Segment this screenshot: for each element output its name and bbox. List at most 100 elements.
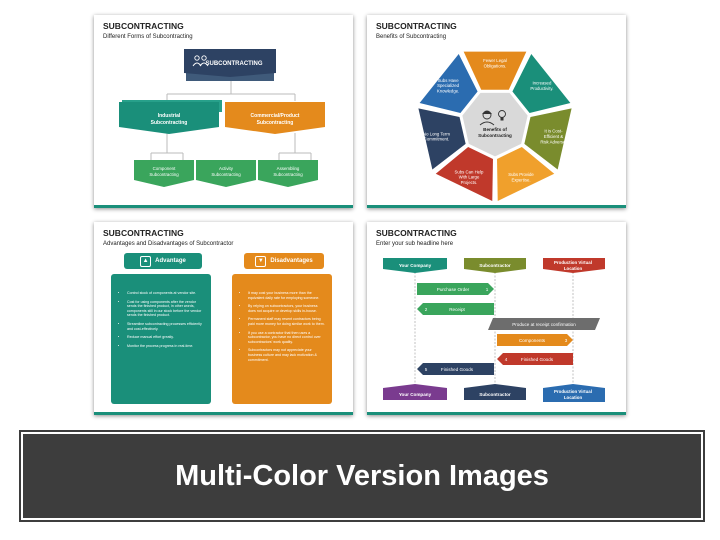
benefit-segment-text: Risk Adverse. <box>540 139 566 144</box>
forms-org-chart: SUBCONTRACTING Industrial Subcontracting… <box>119 49 325 187</box>
footer-your-company-label: Your Company <box>399 392 432 397</box>
header-production-label-1: Production Virtual <box>554 260 592 265</box>
disadvantage-item: By relying on subcontractors, your busin… <box>248 304 326 313</box>
benefit-segment <box>463 51 527 90</box>
step-finished-goods-5 <box>417 363 494 375</box>
mid-left-node <box>119 102 219 134</box>
thumbs-down-icon: ▼ <box>255 255 267 267</box>
benefit-segment-text: Projects. <box>461 180 478 185</box>
advantage-item: Streamline subcontracting processes effi… <box>127 322 205 331</box>
step-3-num: 3 <box>565 338 568 343</box>
leaf-assembling-2: Subcontracting <box>273 172 303 177</box>
benefit-segment-text: Subs Provide <box>508 172 534 177</box>
leaf-assembling <box>258 160 318 187</box>
step-receipt <box>417 303 494 315</box>
benefit-segment-text: Subs Can Help <box>455 169 485 174</box>
leaf-component <box>134 160 194 187</box>
leaf-activity-1: Activity <box>219 166 234 171</box>
slide-bottom-bar <box>94 205 353 208</box>
disadvantage-item: It may cost your business more than the … <box>248 291 326 300</box>
banner-title: Multi-Color Version Images <box>175 459 549 492</box>
leaf-component-1: Component <box>153 166 176 171</box>
step-2-label: Receipt <box>449 307 465 312</box>
slide-subtitle: Benefits of Subcontracting <box>376 34 447 40</box>
benefit-segment <box>497 146 555 201</box>
step-3-label: Components <box>519 338 546 343</box>
disadvantages-list-box: It may cost your business more than the … <box>232 274 332 404</box>
step-5-num: 5 <box>425 367 428 372</box>
slide-thumbnail-benefits[interactable]: SUBCONTRACTING Benefits of Subcontractin… <box>367 15 626 208</box>
slide-thumbnail-forms[interactable]: SUBCONTRACTING Different Forms of Subcon… <box>94 15 353 208</box>
footer-production-label-1: Production Virtual <box>554 389 592 394</box>
benefit-segment-text: Fewer Legal <box>483 58 507 63</box>
thumbs-up-icon: ▲ <box>140 255 152 267</box>
slide-subtitle: Different Forms of Subcontracting <box>103 34 193 40</box>
benefit-segment <box>512 53 571 114</box>
slide-subtitle: Advantages and Disadvantages of Subcontr… <box>103 241 234 247</box>
benefit-segment <box>419 53 478 114</box>
slide-thumbnail-process[interactable]: SUBCONTRACTING Enter your sub headline h… <box>367 222 626 415</box>
slide-subtitle: Enter your sub headline here <box>376 241 454 247</box>
root-node <box>184 49 276 77</box>
step-4-label: Finished Goods <box>521 357 554 362</box>
advantage-item: Control stock of components at vendor si… <box>127 291 205 296</box>
benefit-segment <box>418 108 466 170</box>
disadvantage-item: Permanent staff may resent contractors b… <box>248 317 326 326</box>
step-purchase-order <box>417 283 494 295</box>
advantage-item: Cost for using components after the vend… <box>127 300 205 318</box>
header-your-company <box>383 258 447 273</box>
benefit-segment-text: Increased <box>532 80 551 85</box>
benefit-segment-text: With Large <box>459 175 480 180</box>
benefit-center-label: Subcontracting <box>478 133 512 138</box>
mid-left-label-2: Subcontracting <box>151 120 188 126</box>
step-5-label: Finished Goods <box>441 367 474 372</box>
slide-bottom-bar <box>367 412 626 415</box>
worker-idea-icon <box>479 110 506 126</box>
benefit-segment <box>435 146 493 201</box>
advantage-header: ▲ Advantage <box>124 253 202 269</box>
slide-bottom-bar <box>94 412 353 415</box>
process-flow: Your Company Subcontractor Production Vi… <box>383 258 605 402</box>
slide-bottom-bar <box>367 205 626 208</box>
step-1-label: Purchase Order <box>437 287 470 292</box>
footer-subcontractor <box>464 384 526 400</box>
disadvantages-header: ▼ Disadvantages <box>244 253 324 269</box>
benefit-center-label: Benefits of <box>483 127 507 132</box>
disadvantages-label: Disadvantages <box>270 258 313 264</box>
benefit-segment-text: Subs Have <box>438 78 460 83</box>
advantage-label: Advantage <box>155 258 186 264</box>
header-your-company-label: Your Company <box>399 263 432 268</box>
mid-right-label-2: Subcontracting <box>257 120 294 126</box>
step-produce <box>488 318 600 330</box>
header-production <box>543 258 605 273</box>
leaf-activity-2: Subcontracting <box>211 172 241 177</box>
advantage-item: Monitor the process progress in real-tim… <box>127 344 205 349</box>
benefit-segment <box>524 108 572 170</box>
benefit-segment-text: Specialized <box>437 83 460 88</box>
leaf-assembling-1: Assembling <box>277 166 300 171</box>
slide-thumbnail-advantages[interactable]: SUBCONTRACTING Advantages and Disadvanta… <box>94 222 353 415</box>
footer-production <box>543 384 605 402</box>
disadvantage-item: If you use a contractor that then uses a… <box>248 331 326 345</box>
footer-subcontractor-label: Subcontractor <box>479 392 511 397</box>
benefit-segment-text: It is Cost- <box>544 129 563 134</box>
step-produce-label: Produce at receipt confirmation <box>512 322 576 327</box>
disadvantages-list: It may cost your business more than the … <box>232 274 332 362</box>
slide-title: SUBCONTRACTING <box>376 228 457 238</box>
slide-title: SUBCONTRACTING <box>376 21 457 31</box>
benefit-center <box>461 91 529 158</box>
benefit-segment-text: Productivity. <box>530 86 553 91</box>
step-4-num: 4 <box>505 357 508 362</box>
root-label: SUBCONTRACTING <box>206 61 263 67</box>
slide-title: SUBCONTRACTING <box>103 228 184 238</box>
mid-right-node <box>225 102 325 134</box>
benefit-segment-text: Obligations. <box>484 63 507 68</box>
mid-left-label-1: Industrial <box>158 113 181 119</box>
step-components <box>497 334 573 346</box>
benefit-segment-text: Expertise. <box>511 177 530 182</box>
step-1-num: 1 <box>486 287 489 292</box>
benefit-segment-text: No Long Term <box>423 131 450 136</box>
advantages-list-box: Control stock of components at vendor si… <box>111 274 211 404</box>
step-finished-goods-4 <box>497 353 573 365</box>
